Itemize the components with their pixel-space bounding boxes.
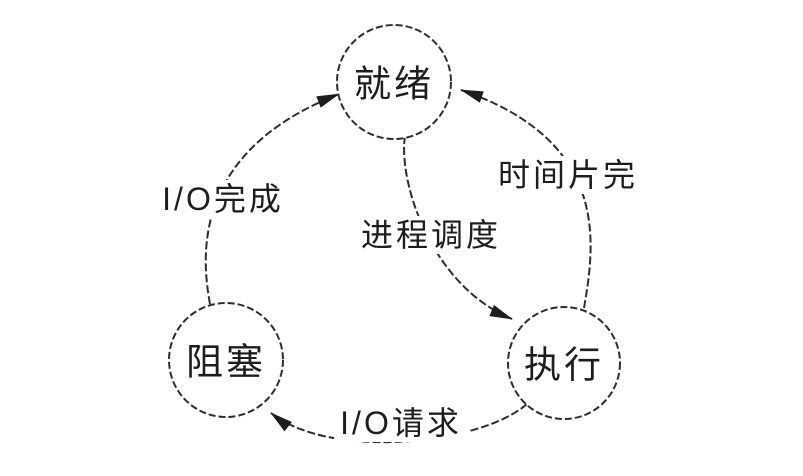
transition-arrow-io-request [270, 403, 528, 444]
state-label-running: 执行 [524, 344, 604, 386]
transition-label-time-slice-expired: 时间片完 [491, 156, 645, 194]
state-node-blocked [168, 302, 284, 418]
transition-arrow-time-slice-expired [460, 89, 592, 309]
state-node-running [507, 306, 621, 420]
state-label-blocked: 阻塞 [186, 341, 266, 383]
transition-label-process-scheduling: 进程调度 [354, 216, 508, 254]
transition-arrow-process-scheduling [403, 135, 513, 320]
state-node-ready [336, 24, 452, 140]
transition-label-io-request: I/O请求 [334, 404, 468, 442]
transition-label-io-complete: I/O完成 [156, 180, 290, 218]
state-label-ready: 就绪 [354, 63, 434, 105]
